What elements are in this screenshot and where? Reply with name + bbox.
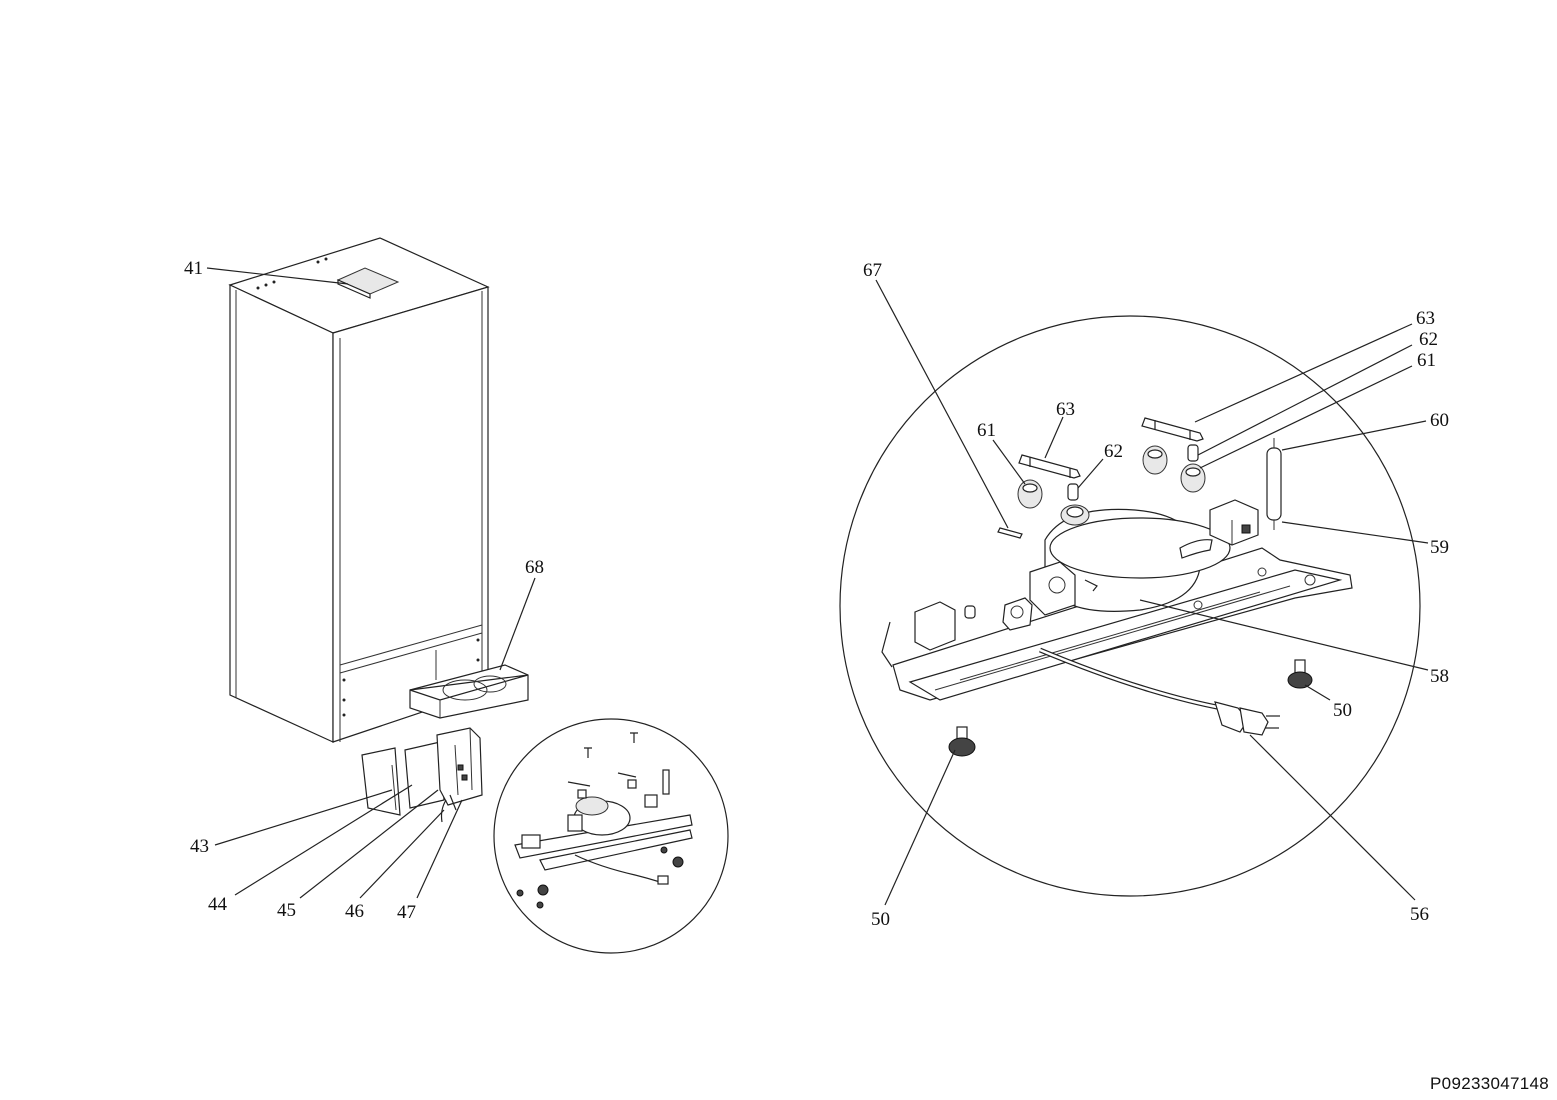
compressor-bracket-group [361,727,483,823]
callout-46: 46 [345,901,364,922]
callout-67: 67 [863,260,882,281]
filter-drier-and-relay [1209,438,1282,546]
callout-56: 56 [1410,904,1429,925]
compressor-base-plate [881,547,1353,701]
callout-68: 68 [525,557,544,578]
leader-lines [206,267,1429,906]
callout-47: 47 [397,902,416,923]
callout-44: 44 [208,894,228,915]
callout-labels: 41 43 44 45 46 47 68 67 63 61 62 63 62 6… [184,258,1449,930]
callout-61-a: 61 [977,420,996,441]
adjustable-feet [948,659,1313,757]
callout-60: 60 [1430,410,1449,431]
callout-50-a: 50 [1333,700,1352,721]
drip-tray [409,664,529,719]
callout-50-b: 50 [871,909,890,930]
detail-circle-large [839,315,1421,897]
refrigerator-cabinet [228,237,490,743]
callout-62-a: 62 [1104,441,1123,462]
mounting-brackets-grommets [997,417,1206,539]
relay-and-overload [914,597,1033,651]
callout-61-b: 61 [1417,350,1436,371]
callout-62-b: 62 [1419,329,1438,350]
callout-41: 41 [184,258,203,279]
compressor [1029,504,1231,616]
callout-58: 58 [1430,666,1449,687]
callout-63-b: 63 [1416,308,1435,329]
power-cord [1039,647,1280,736]
callout-45: 45 [277,900,296,921]
callout-63-a: 63 [1056,399,1075,420]
callout-59: 59 [1430,537,1449,558]
document-code: P09233047148 [1430,1074,1549,1093]
detail-circle-small [493,718,729,954]
callout-43: 43 [190,836,209,857]
